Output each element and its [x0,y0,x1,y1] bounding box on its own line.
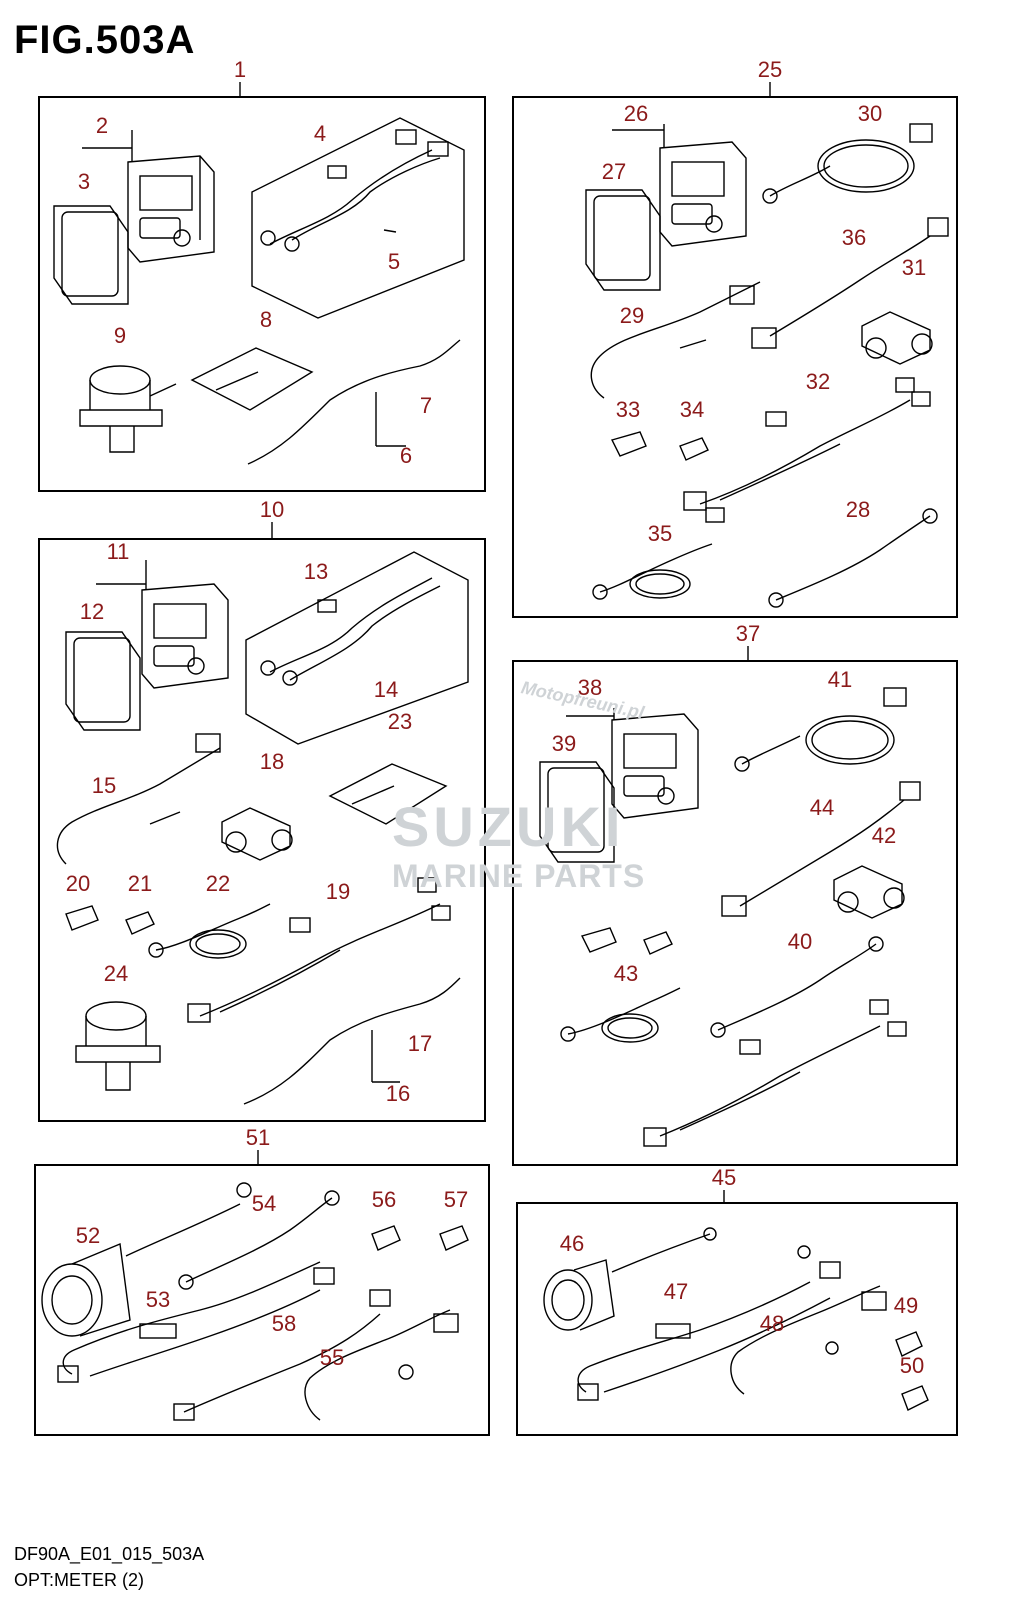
callout-8: 8 [259,307,273,332]
figure-title: FIG.503A [14,18,196,62]
callout-45: 45 [711,1165,737,1190]
callout-23: 23 [387,709,413,734]
figure-caption: OPT:METER (2) [14,1570,145,1590]
callout-52: 52 [75,1223,101,1248]
group-box-25 [512,96,958,618]
callout-4: 4 [313,121,327,146]
callout-48: 48 [759,1311,785,1336]
callout-26: 26 [623,101,649,126]
callout-51: 51 [245,1125,271,1150]
figure-code: DF90A_E01_015_503A [14,1544,205,1564]
group-box-45 [516,1202,958,1436]
callout-11: 11 [106,539,130,564]
callout-19: 19 [325,879,351,904]
watermark-subtitle: MARINE PARTS [392,858,646,894]
callout-5: 5 [387,249,401,274]
callout-14: 14 [373,677,399,702]
callout-40: 40 [787,929,813,954]
callout-46: 46 [559,1231,585,1256]
callout-43: 43 [613,961,639,986]
callout-36: 36 [841,225,867,250]
callout-54: 54 [251,1191,277,1216]
callout-39: 39 [551,731,577,756]
callout-38: 38 [577,675,603,700]
callout-17: 17 [407,1031,433,1056]
callout-35: 35 [647,521,673,546]
callout-9: 9 [113,323,127,348]
callout-22: 22 [205,871,231,896]
group-box-37 [512,660,958,1166]
callout-18: 18 [259,749,285,774]
callout-24: 24 [103,961,129,986]
callout-28: 28 [845,497,871,522]
callout-31: 31 [901,255,927,280]
callout-27: 27 [601,159,627,184]
callout-12: 12 [79,599,105,624]
callout-29: 29 [619,303,645,328]
callout-58: 58 [271,1311,297,1336]
callout-33: 33 [615,397,641,422]
group-box-1 [38,96,486,492]
callout-42: 42 [871,823,897,848]
callout-57: 57 [443,1187,469,1212]
callout-50: 50 [899,1353,925,1378]
group-box-51 [34,1164,490,1436]
callout-56: 56 [371,1187,397,1212]
callout-1: 1 [233,57,247,82]
callout-20: 20 [65,871,91,896]
callout-25: 25 [757,57,783,82]
callout-41: 41 [827,667,853,692]
callout-49: 49 [893,1293,919,1318]
meter-display-icon [127,155,215,263]
watermark-brand: SUZUKI [392,795,625,858]
callout-3: 3 [77,169,91,194]
callout-55: 55 [319,1345,345,1370]
callout-47: 47 [663,1279,689,1304]
callout-13: 13 [303,559,329,584]
callout-30: 30 [857,101,883,126]
group-box-10 [38,538,486,1122]
callout-15: 15 [91,773,117,798]
callout-2: 2 [95,113,109,138]
callout-37: 37 [735,621,761,646]
callout-34: 34 [679,397,705,422]
callout-10: 10 [259,497,285,522]
callout-7: 7 [419,393,433,418]
callout-16: 16 [385,1081,411,1106]
callout-53: 53 [145,1287,171,1312]
callout-6: 6 [399,443,413,468]
callout-21: 21 [127,871,153,896]
callout-44: 44 [809,795,835,820]
callout-32: 32 [805,369,831,394]
